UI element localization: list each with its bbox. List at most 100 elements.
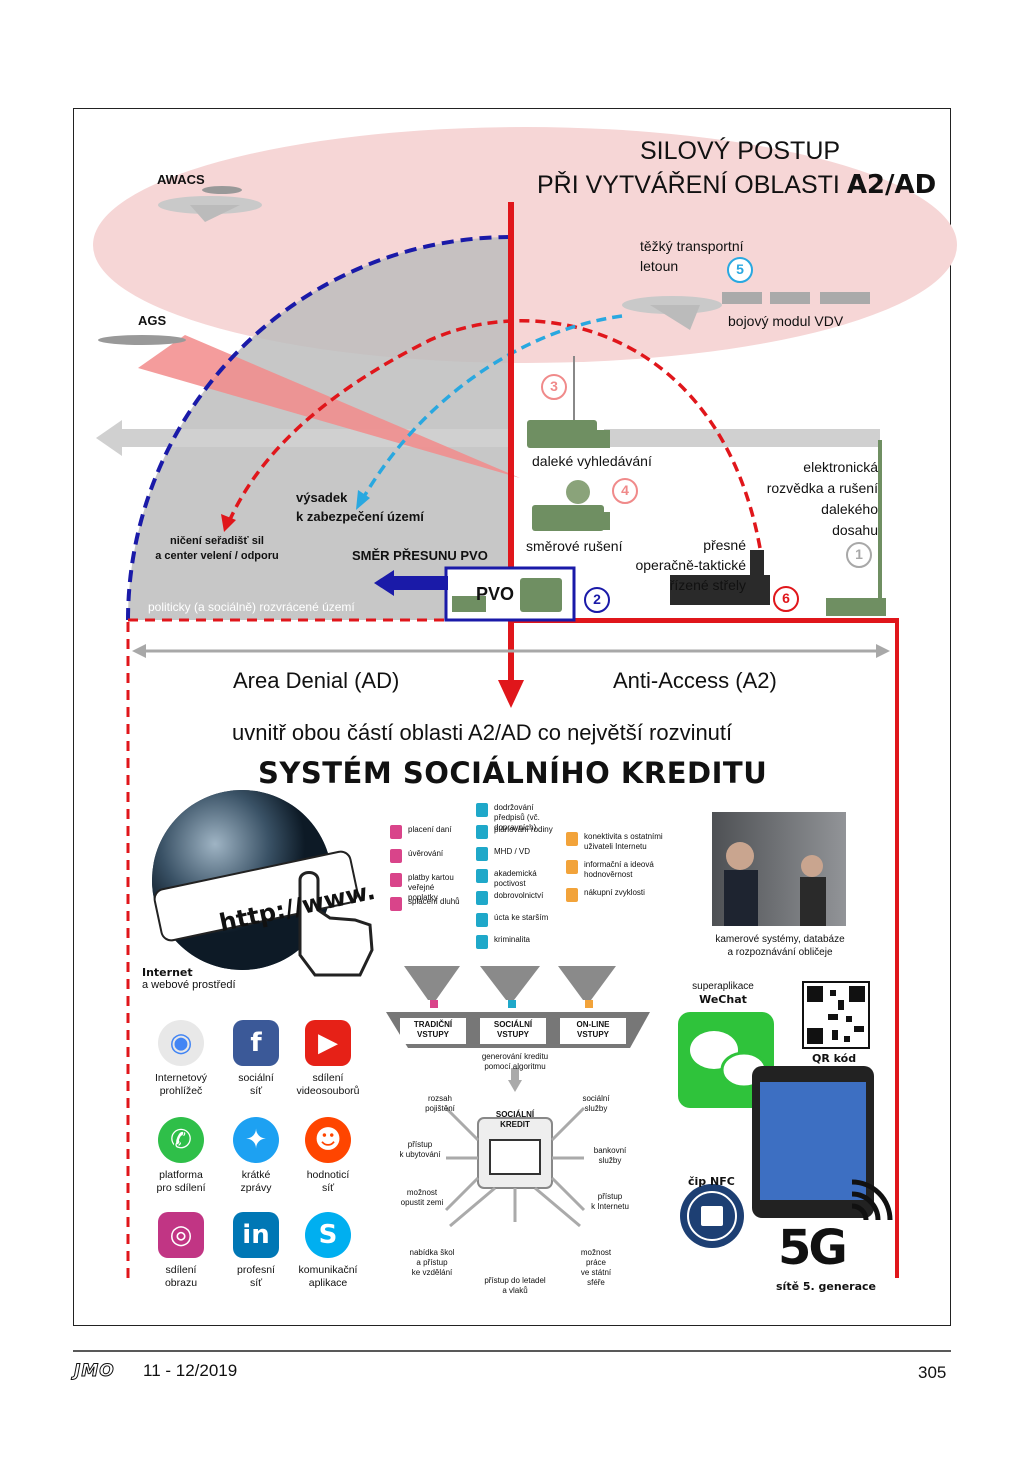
input-item: úcta ke starším <box>494 913 549 922</box>
credit-hub <box>444 1068 586 1228</box>
document-icon <box>566 832 578 846</box>
ags-radar-beam <box>138 335 520 478</box>
5g-label: 5G <box>778 1220 848 1276</box>
airdrop-arc <box>360 314 623 501</box>
disrupted-area-label: politicky (a sociálně) rozvrácené území <box>148 600 355 614</box>
front-line-arrow <box>498 680 524 708</box>
whatsapp-icon: ✆ <box>158 1117 204 1163</box>
issue-number: 11 - 12/2019 <box>143 1361 238 1380</box>
marker-4: 4 <box>612 478 638 504</box>
awacs-label: AWACS <box>157 172 205 187</box>
directional-jamming-label: směrové rušení <box>526 538 623 554</box>
marker-1: 1 <box>846 542 872 568</box>
anti-access-label: Anti-Access (A2) <box>613 668 777 693</box>
input-item: plánování rodiny <box>494 825 553 834</box>
instagram-icon: ◎ <box>158 1212 204 1258</box>
nfc-label: čip NFC <box>688 1175 735 1188</box>
facebook-icon: f <box>233 1020 279 1066</box>
ags-label: AGS <box>138 313 167 328</box>
input-item: úvěrování <box>408 849 444 858</box>
pvo-move-label: SMĚR PŘESUNU PVO <box>352 548 488 563</box>
title-line1: SILOVÝ POSTUP <box>640 137 841 165</box>
inside-label: uvnitř obou částí oblasti A2/AD co nejvě… <box>232 720 733 745</box>
document-icon <box>566 888 578 902</box>
input-item: dobrovolnictví <box>494 891 544 900</box>
gray-band-right <box>604 429 880 447</box>
front-line <box>508 202 514 682</box>
document-icon <box>476 891 488 905</box>
document-icon <box>566 860 578 874</box>
linkedin-icon: in <box>233 1212 279 1258</box>
journal-logo: JMO <box>74 1361 115 1382</box>
input-item: MHD / VD <box>494 847 530 856</box>
title-line2: PŘI VYTVÁŘENÍ OBLASTI A2/AD <box>537 170 937 200</box>
youtube-icon: ▶ <box>305 1020 351 1066</box>
a2-right-edge <box>895 618 899 1278</box>
input-item: splácení dluhů <box>408 897 460 906</box>
marker-3: 3 <box>541 374 567 400</box>
combat-module-label: bojový modul VDV <box>728 313 844 329</box>
document-icon <box>390 849 402 863</box>
input-item: dodržování předpisů (vč. dopravních) <box>494 803 540 832</box>
social-credit-title: SYSTÉM SOCIÁLNÍHO KREDITU <box>258 756 768 790</box>
marker-2: 2 <box>584 587 610 613</box>
input-item: kriminalita <box>494 935 531 944</box>
document-icon <box>476 847 488 861</box>
input-item: nákupní zvyklosti <box>584 888 645 897</box>
input-item: akademická poctivost <box>494 869 537 888</box>
marker-6: 6 <box>773 586 799 612</box>
document-icon <box>476 825 488 839</box>
figure-frame <box>73 108 951 1326</box>
chrome-icon: ◉ <box>158 1020 204 1066</box>
a2-baseline <box>511 618 897 623</box>
input-item: konektivita s ostatními uživateli Intern… <box>584 832 663 851</box>
5g-sublabel: sítě 5. generace <box>776 1280 876 1293</box>
document-icon <box>390 897 402 911</box>
gray-arrow-head <box>96 420 122 456</box>
page-number: 305 <box>918 1363 947 1382</box>
document-icon <box>476 803 488 817</box>
area-denial-label: Area Denial (AD) <box>233 668 400 693</box>
vehicles <box>452 356 886 616</box>
input-item: informační a ideová hodnověrnost <box>584 860 654 879</box>
title-a2ad: A2/AD <box>846 170 937 200</box>
twitter-icon: ✦ <box>233 1117 279 1163</box>
missile-arc <box>226 319 762 549</box>
input-funnels <box>386 966 650 1048</box>
skype-icon: S <box>305 1212 351 1258</box>
long-range-search-label: daleké vyhledávání <box>532 453 652 469</box>
input-item: placení daní <box>408 825 452 834</box>
aircraft <box>98 186 870 345</box>
hand-cursor <box>298 871 374 977</box>
missile-arrow-head <box>221 514 236 532</box>
reddit-icon: ☻ <box>305 1117 351 1163</box>
